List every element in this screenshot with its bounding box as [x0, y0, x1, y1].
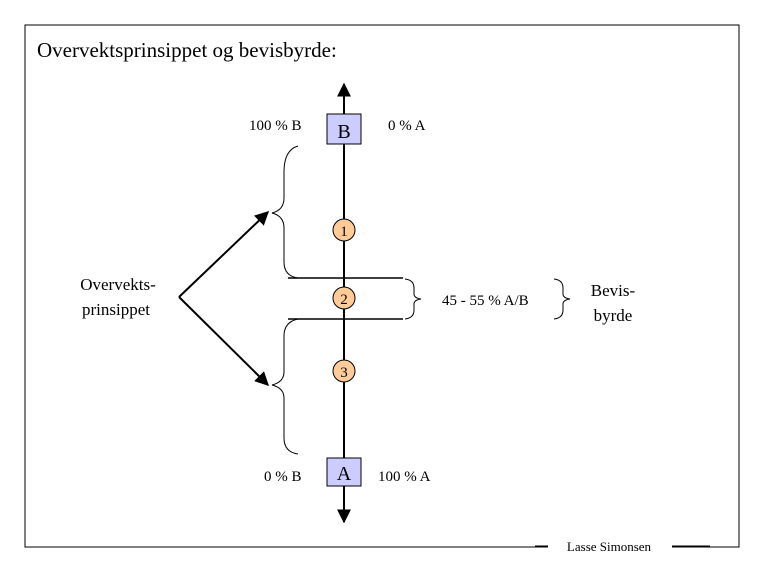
author-background [548, 537, 672, 557]
marker-1 [332, 218, 356, 242]
slide-frame [24, 24, 740, 548]
arrow-to-lower-brace [178, 296, 269, 386]
brace-upper-left [271, 145, 299, 279]
box-b-label: B [337, 121, 350, 143]
marker-3 [332, 359, 356, 383]
box-a-label: A [337, 463, 352, 485]
overvekt-label-line1: Overvekts- [80, 275, 156, 294]
middle-range-label: 45 - 55 % A/B [442, 293, 529, 309]
marker-2-label: 2 [340, 292, 348, 308]
bevisbyrde-label-line1: Bevis- [591, 281, 636, 300]
top-left-percent: 100 % B [249, 118, 302, 134]
bottom-right-percent: 100 % A [378, 469, 431, 485]
brace-middle [404, 278, 422, 320]
box-b [326, 113, 362, 145]
brace-lower-left [271, 318, 299, 455]
marker-1-label: 1 [340, 224, 348, 240]
brace-bevisbyrde [553, 278, 571, 320]
author-name: Lasse Simonsen [567, 539, 652, 554]
top-right-percent: 0 % A [388, 118, 426, 134]
bottom-left-percent: 0 % B [264, 469, 302, 485]
marker-2 [332, 286, 356, 310]
page-title: Overvektsprinsippet og bevisbyrde: [37, 38, 337, 62]
box-a [326, 457, 362, 487]
marker-3-label: 3 [340, 365, 348, 381]
arrow-to-upper-brace [178, 211, 270, 298]
bevisbyrde-label-line2: byrde [594, 306, 633, 325]
overvekt-label-line2: prinsippet [82, 300, 150, 319]
